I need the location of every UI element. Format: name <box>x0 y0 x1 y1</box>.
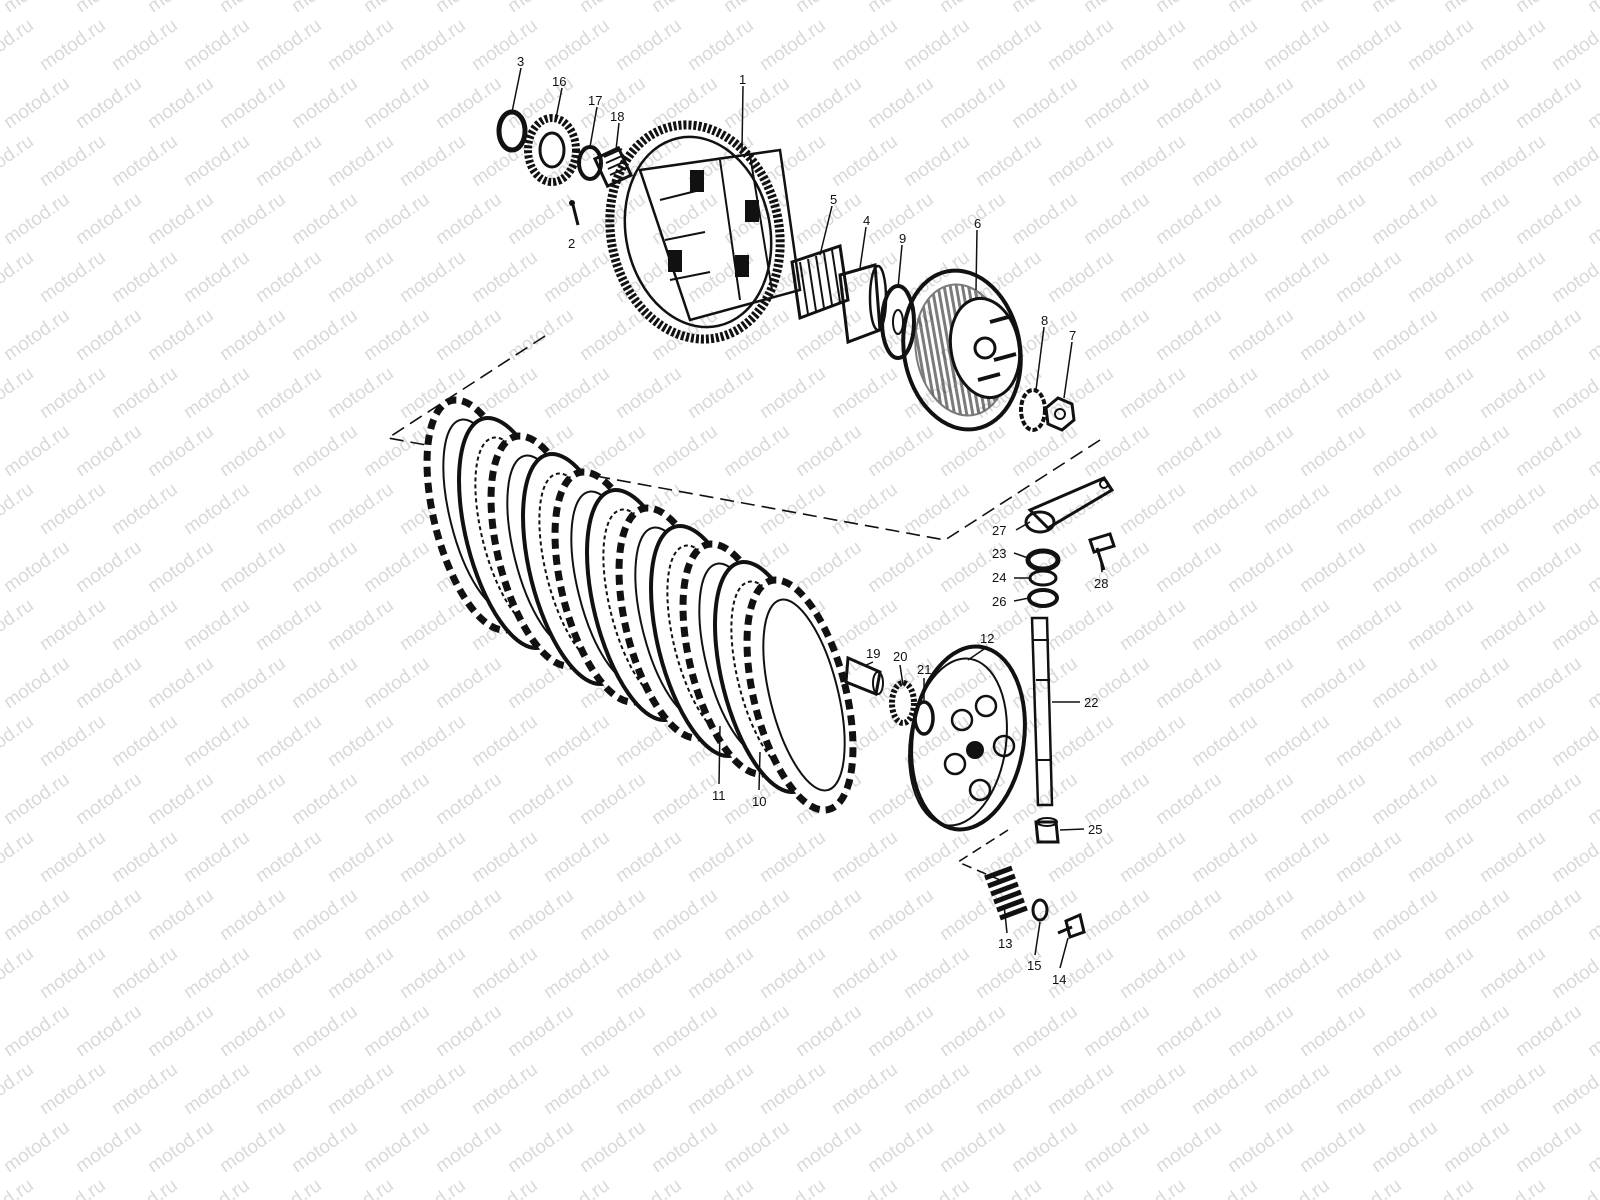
callout-6: 6 <box>974 216 981 231</box>
push-rod-22 <box>1030 616 1054 807</box>
sleeve-hub-6 <box>901 268 1023 432</box>
nut-7 <box>1044 396 1076 432</box>
lock-washer-8 <box>1019 388 1047 432</box>
spacer-4 <box>838 263 888 345</box>
push-piece-19 <box>844 655 884 697</box>
gear-16 <box>524 114 580 186</box>
callout-12: 12 <box>980 631 994 646</box>
bolt-28 <box>1088 532 1116 571</box>
callout-1: 1 <box>739 72 746 87</box>
drive-plate <box>743 576 857 814</box>
callout-16: 16 <box>552 74 566 89</box>
release-lever-27 <box>1024 476 1115 534</box>
clutch-housing-1 <box>605 120 802 344</box>
washer-15 <box>1031 898 1049 922</box>
pin-2 <box>569 200 580 226</box>
callout-9: 9 <box>899 231 906 246</box>
needle-bearing-5 <box>790 244 850 321</box>
dashed-group-frame <box>385 335 1101 541</box>
bearing-24 <box>1028 569 1058 587</box>
callout-18: 18 <box>610 109 624 124</box>
callout-19: 19 <box>866 646 880 661</box>
callout-7: 7 <box>1069 328 1076 343</box>
callout-23: 23 <box>992 546 1006 561</box>
callout-14: 14 <box>1052 972 1066 987</box>
callout-13: 13 <box>998 936 1012 951</box>
clutch-plate-stack <box>423 396 857 814</box>
leader-lines <box>511 67 1103 969</box>
callout-11: 11 <box>712 788 726 803</box>
bolt-14 <box>1057 912 1086 939</box>
plate-inner-edge <box>762 598 846 792</box>
callout-3: 3 <box>517 54 524 69</box>
callout-15: 15 <box>1027 958 1041 973</box>
callout-27: 27 <box>992 523 1006 538</box>
callout-20: 20 <box>893 649 907 664</box>
clutch-spring-13 <box>984 865 1028 921</box>
dashed-bracket-lower <box>956 829 1009 881</box>
callout-21: 21 <box>917 662 931 677</box>
callout-25: 25 <box>1088 822 1102 837</box>
thrust-bearing-20 <box>889 680 917 726</box>
callout-2: 2 <box>568 236 575 251</box>
callout-17: 17 <box>588 93 602 108</box>
washer-3 <box>496 109 528 153</box>
nut-25 <box>1034 817 1060 844</box>
callout-5: 5 <box>830 192 837 207</box>
callout-4: 4 <box>863 213 870 228</box>
callout-28: 28 <box>1094 576 1108 591</box>
callout-26: 26 <box>992 594 1006 609</box>
thrust-washer-9 <box>880 284 916 360</box>
callout-labels: 3 16 17 18 1 2 5 4 9 6 8 7 27 23 24 26 2… <box>517 54 1108 987</box>
callout-10: 10 <box>752 794 766 809</box>
callout-24: 24 <box>992 570 1006 585</box>
callout-8: 8 <box>1041 313 1048 328</box>
callout-22: 22 <box>1084 695 1098 710</box>
washer-26 <box>1027 588 1059 608</box>
oil-seal-23 <box>1025 548 1061 572</box>
washer-21 <box>913 700 935 736</box>
